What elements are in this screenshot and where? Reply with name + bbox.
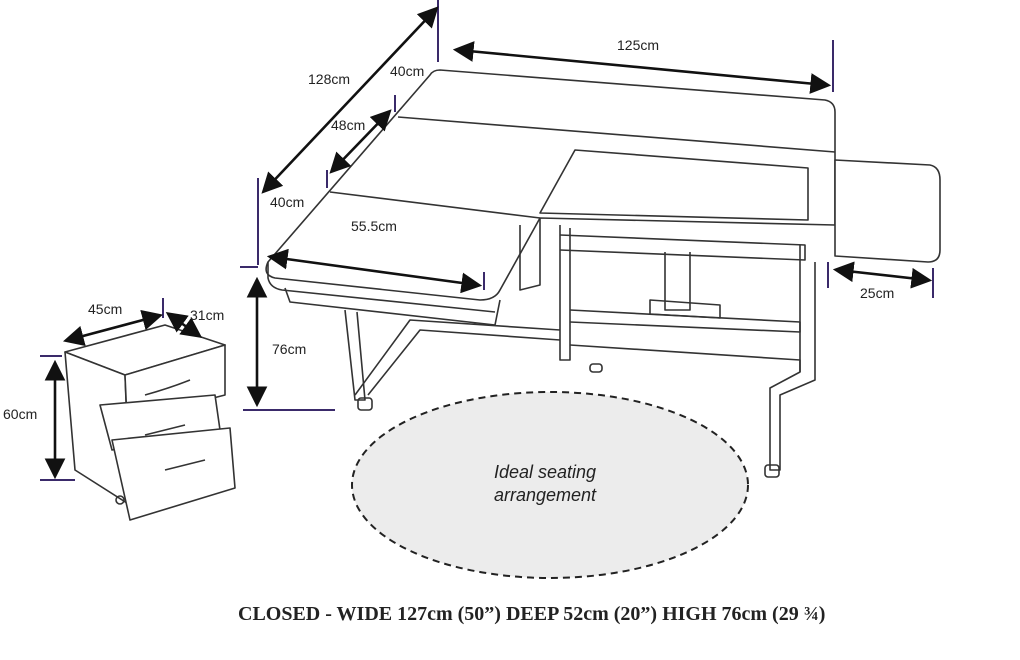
label-side-leaf-width: 25cm (860, 285, 894, 301)
drawer-unit (64, 324, 236, 521)
table-top (265, 69, 941, 326)
label-overall-width: 125cm (617, 37, 659, 53)
seating-area (351, 391, 749, 579)
seating-label-line2: arrangement (494, 485, 597, 505)
label-overall-depth: 128cm (308, 71, 350, 87)
label-drawer-width: 45cm (88, 301, 122, 317)
label-front-leaf-depth: 40cm (270, 194, 304, 210)
label-middle-depth: 48cm (331, 117, 365, 133)
label-back-leaf-depth: 40cm (390, 63, 424, 79)
table-base (344, 218, 816, 478)
label-drawer-height: 60cm (3, 406, 37, 422)
label-drawer-depth: 31cm (190, 307, 224, 323)
label-front-leaf-width: 55.5cm (351, 218, 397, 234)
machine-opening (539, 149, 809, 221)
side-leaf (834, 159, 941, 263)
label-table-height: 76cm (272, 341, 306, 357)
closed-dimensions-caption: CLOSED - WIDE 127cm (50”) DEEP 52cm (20”… (238, 603, 825, 625)
dimension-lines (40, 0, 934, 481)
seating-label-line1: Ideal seating (494, 462, 596, 482)
